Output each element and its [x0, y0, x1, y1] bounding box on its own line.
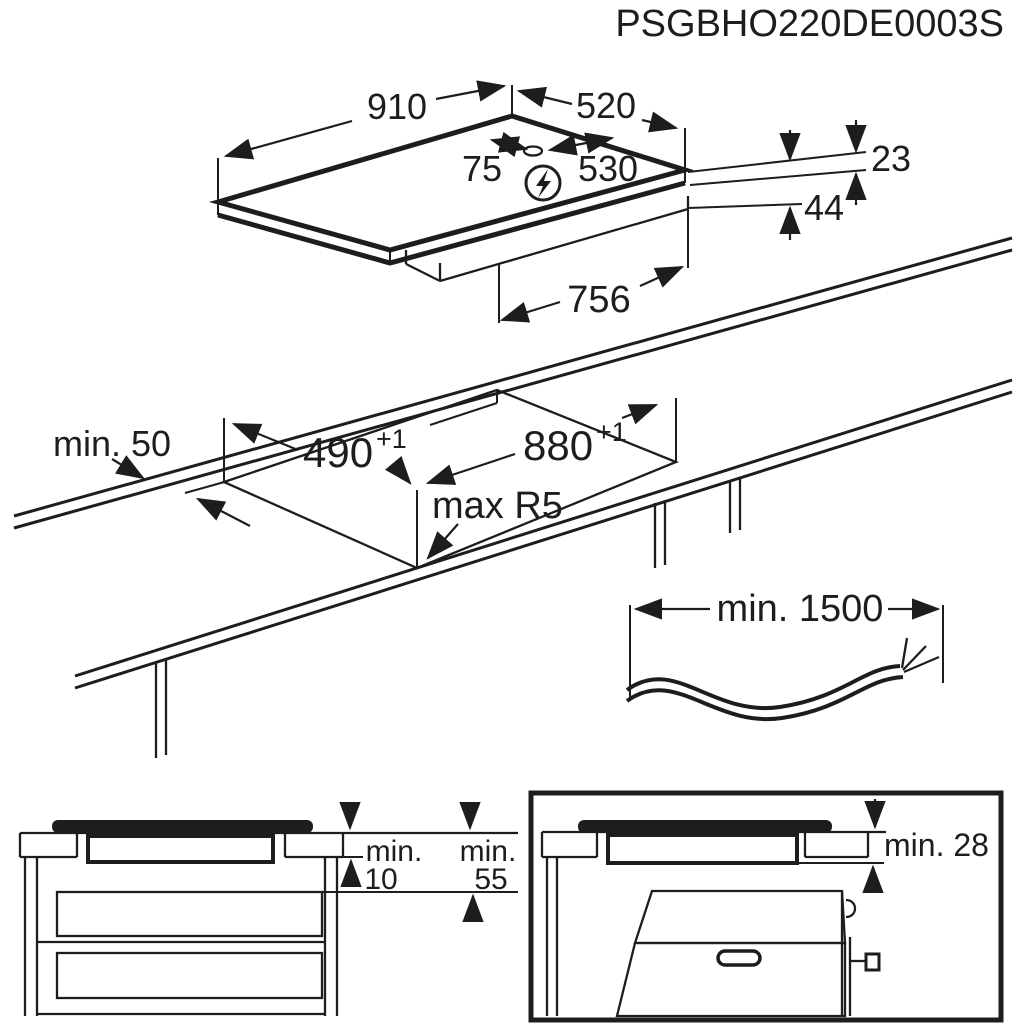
dim-520-label: 520	[576, 85, 636, 126]
worktop-back-edge	[13, 236, 1013, 518]
dim-min55-min: min.	[460, 835, 517, 868]
dim-880-label: 880	[523, 422, 593, 469]
part-code: PSGBHO220DE0003S	[615, 3, 1004, 45]
dim-880-tolerance: +1	[596, 417, 627, 447]
dim-min10-min: min.	[366, 835, 423, 868]
cabinet-panels	[154, 477, 742, 758]
dim-490: 490 +1	[223, 418, 418, 568]
oven-side-view: min. 28	[528, 790, 1004, 1023]
hob-isometric-view: 910 520 75 530 756	[208, 80, 911, 323]
worktop-front-edge	[74, 378, 1013, 678]
oven-knob	[864, 952, 881, 972]
hob-underbox	[404, 196, 690, 283]
oven	[615, 889, 881, 1018]
dim-max-r5: max R5	[426, 485, 563, 560]
dim-75-label: 75	[462, 148, 502, 189]
drawer-side-view: min. 10 min. 55	[18, 801, 518, 1016]
dim-23-44: 23 44	[687, 120, 911, 240]
dim-min1500-label: min. 1500	[717, 588, 884, 630]
dim-530-label: 530	[578, 148, 638, 189]
dim-max-r5-label: max R5	[432, 485, 563, 527]
dim-min50-label: min. 50	[53, 423, 171, 464]
dim-min55-value: 55	[474, 863, 507, 896]
dim-490-tolerance: +1	[376, 424, 407, 454]
lightning-icon	[524, 164, 562, 202]
hob-glass-profile	[52, 820, 313, 833]
power-cable	[625, 637, 940, 722]
drawer-1	[55, 890, 324, 938]
cable-entry-hole	[522, 145, 544, 157]
drawer-2	[55, 951, 324, 1000]
worktop-cutout-view: min. 50 490 +1 880 +1 max R5	[13, 236, 1013, 758]
cable-length-view: min. 1500	[625, 588, 944, 722]
cable-entry-dims: 75 530	[462, 131, 638, 189]
dim-910-label: 910	[367, 86, 427, 127]
hob-box-profile	[86, 834, 275, 864]
dim-756: 756	[498, 209, 689, 323]
dim-min10-value: 10	[364, 863, 397, 896]
dim-min50: min. 50	[53, 423, 251, 527]
hob-box-profile-2	[606, 833, 799, 865]
dim-910: 910	[217, 80, 513, 200]
dim-min28-label: min. 28	[884, 827, 989, 863]
panel-frame	[528, 790, 1004, 1023]
dim-520: 520	[516, 85, 686, 168]
oven-handle	[716, 949, 762, 967]
dim-44-label: 44	[804, 187, 844, 228]
dim-23-label: 23	[871, 138, 911, 179]
dim-490-label: 490	[303, 429, 373, 476]
dim-880: 880 +1	[425, 398, 677, 485]
hob-glass-profile-2	[578, 820, 832, 833]
dim-756-label: 756	[567, 279, 630, 321]
